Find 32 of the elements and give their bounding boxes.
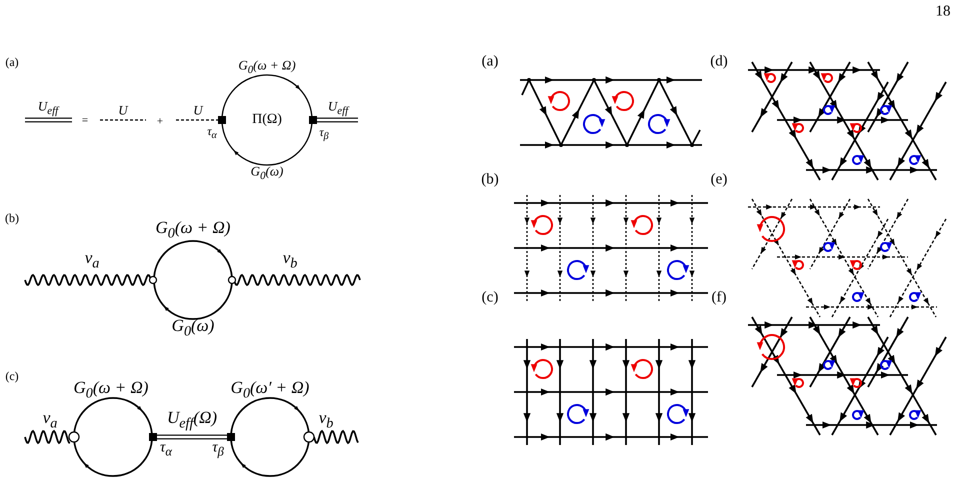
polarization-label: Π(Ω) [252,113,282,127]
panel-label: (c) [5,370,19,382]
propagator-label: G$_{0}$(ω′ + Ω) [230,379,310,401]
vertex-label: τ$_{α}$ [160,440,172,458]
propagator-label: G$_{0}$(ω + Ω) [238,58,296,76]
math-label: U [118,104,128,116]
math-label: U$_{eff}$ [328,99,348,117]
propagator-label: G$_{0}$(ω + Ω) [156,219,230,241]
panel-label: (a) [482,54,498,70]
vertex-label: τ$_{β}$ [212,440,224,458]
panel-label: (b) [481,172,499,188]
panel-label: (c) [482,290,498,306]
math-label: U$_{eff}$(Ω) [166,409,218,431]
propagator-label: G$_{0}$(ω) [172,317,214,339]
plus-sign: + [156,116,164,128]
math-label: v$_{a}$ [84,249,100,271]
panel-label: (d) [710,54,728,70]
math-label: v$_{b}$ [282,249,298,271]
math-label: U$_{eff}$ [38,99,58,117]
panel-label: (b) [5,212,19,224]
math-label: v$_{b}$ [318,409,334,431]
page-number: 18 [936,4,950,20]
math-label: v$_{a}$ [42,409,58,431]
vertex-label: τ$_{β}$ [319,126,329,142]
panel-label: (f) [712,290,726,306]
panel-label: (a) [5,56,19,68]
panel-label: (e) [710,172,728,188]
equals-sign: = [82,116,88,126]
propagator-label: G$_{0}$(ω + Ω) [74,379,148,401]
math-label: U [193,104,203,116]
vertex-label: τ$_{α}$ [207,124,217,142]
propagator-label: G$_{0}$(ω) [250,164,284,182]
